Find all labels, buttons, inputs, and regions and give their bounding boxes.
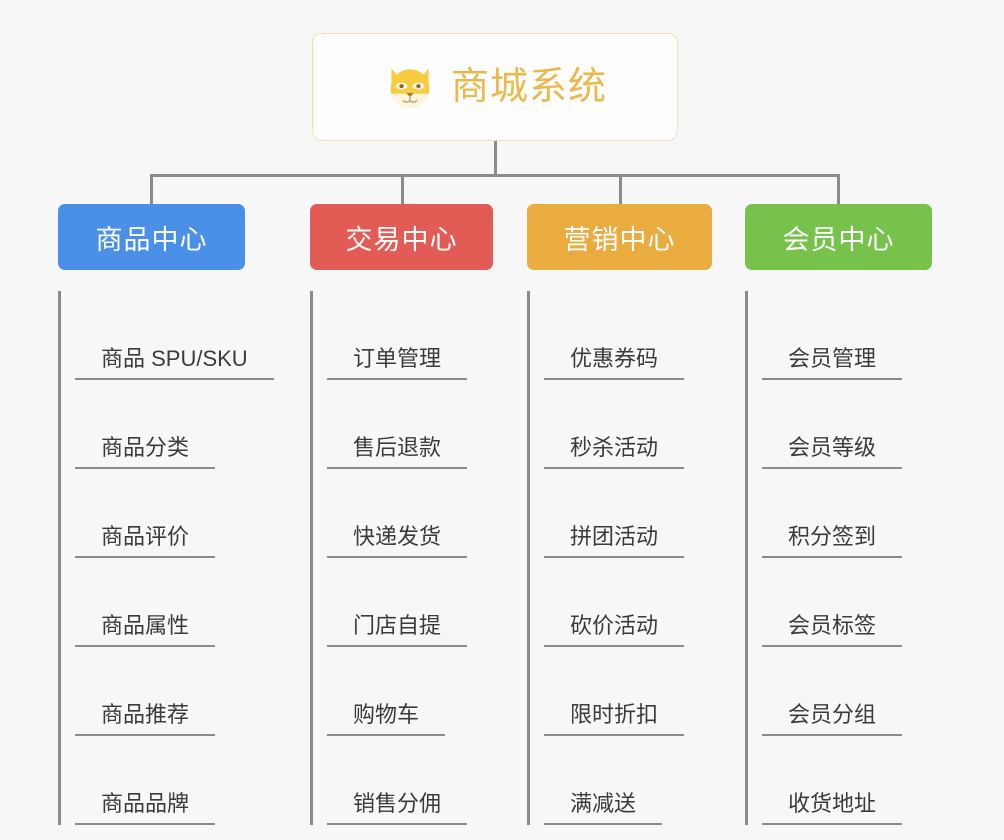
branch-items-2: 订单管理 售后退款 快递发货 门店自提 购物车 销售分佣 (310, 291, 493, 825)
leaf-label: 售后退款 (327, 435, 468, 469)
leaf-item[interactable]: 销售分佣 (327, 736, 493, 825)
leaf-item[interactable]: 积分签到 (762, 469, 932, 558)
leaf-label: 门店自提 (327, 613, 468, 647)
connector-horizontal-bus (150, 174, 840, 177)
branch-column-2: 交易中心 订单管理 售后退款 快递发货 门店自提 购物车 销售分佣 (310, 204, 493, 825)
root-node-card[interactable]: 商城系统 (312, 33, 678, 141)
branch-header-3[interactable]: 营销中心 (527, 204, 712, 270)
leaf-item[interactable]: 会员分组 (762, 647, 932, 736)
leaf-label: 商品分类 (75, 435, 216, 469)
leaf-label: 销售分佣 (327, 791, 468, 825)
connector-drop-3 (619, 174, 622, 205)
branch-items-3: 优惠券码 秒杀活动 拼团活动 砍价活动 限时折扣 满减送 (527, 291, 712, 825)
leaf-label: 商品品牌 (75, 791, 216, 825)
leaf-item[interactable]: 拼团活动 (544, 469, 712, 558)
leaf-item[interactable]: 商品 SPU/SKU (75, 291, 274, 380)
connector-drop-4 (837, 174, 840, 205)
branch-spine-2 (310, 291, 313, 825)
leaf-label: 会员管理 (762, 346, 903, 380)
leaf-item[interactable]: 秒杀活动 (544, 380, 712, 469)
branch-items-1: 商品 SPU/SKU 商品分类 商品评价 商品属性 商品推荐 商品品牌 (58, 291, 274, 825)
connector-root-stem (494, 141, 497, 176)
branch-column-4: 会员中心 会员管理 会员等级 积分签到 会员标签 会员分组 收货地址 (745, 204, 932, 825)
leaf-item[interactable]: 售后退款 (327, 380, 493, 469)
leaf-label: 会员分组 (762, 702, 903, 736)
branch-header-label-4: 会员中心 (782, 224, 895, 255)
leaf-label: 商品评价 (75, 524, 216, 558)
branch-header-1[interactable]: 商品中心 (58, 204, 245, 270)
leaf-label: 砍价活动 (544, 613, 685, 647)
leaf-label: 收货地址 (762, 791, 903, 825)
leaf-item[interactable]: 收货地址 (762, 736, 932, 825)
branch-header-2[interactable]: 交易中心 (310, 204, 493, 270)
dog-face-icon (383, 60, 437, 114)
connector-drop-2 (401, 174, 404, 205)
leaf-item[interactable]: 商品推荐 (75, 647, 245, 736)
leaf-label: 会员等级 (762, 435, 903, 469)
root-title-label: 商城系统 (450, 66, 607, 108)
branch-header-label-3: 营销中心 (563, 224, 676, 255)
leaf-item[interactable]: 购物车 (327, 647, 493, 736)
leaf-label: 会员标签 (762, 613, 903, 647)
branch-column-3: 营销中心 优惠券码 秒杀活动 拼团活动 砍价活动 限时折扣 满减送 (527, 204, 712, 825)
leaf-item[interactable]: 商品品牌 (75, 736, 245, 825)
leaf-label: 积分签到 (762, 524, 903, 558)
branch-spine-1 (58, 291, 61, 825)
leaf-item[interactable]: 会员标签 (762, 558, 932, 647)
leaf-label: 秒杀活动 (544, 435, 685, 469)
leaf-item[interactable]: 满减送 (544, 736, 712, 825)
leaf-item[interactable]: 商品评价 (75, 469, 245, 558)
branch-header-4[interactable]: 会员中心 (745, 204, 932, 270)
leaf-item[interactable]: 订单管理 (327, 291, 493, 380)
leaf-label: 优惠券码 (544, 346, 685, 380)
branch-header-label-1: 商品中心 (95, 224, 208, 255)
leaf-label: 商品推荐 (75, 702, 216, 736)
leaf-item[interactable]: 限时折扣 (544, 647, 712, 736)
leaf-label: 限时折扣 (544, 702, 685, 736)
leaf-label: 订单管理 (327, 346, 468, 380)
leaf-item[interactable]: 快递发货 (327, 469, 493, 558)
leaf-label: 拼团活动 (544, 524, 685, 558)
leaf-label: 购物车 (327, 702, 446, 736)
leaf-item[interactable]: 门店自提 (327, 558, 493, 647)
leaf-label: 满减送 (544, 791, 663, 825)
leaf-item[interactable]: 会员等级 (762, 380, 932, 469)
leaf-item[interactable]: 会员管理 (762, 291, 932, 380)
branch-header-label-2: 交易中心 (345, 224, 458, 255)
branch-items-4: 会员管理 会员等级 积分签到 会员标签 会员分组 收货地址 (745, 291, 932, 825)
leaf-item[interactable]: 商品分类 (75, 380, 245, 469)
leaf-label: 商品属性 (75, 613, 216, 647)
leaf-label: 商品 SPU/SKU (75, 346, 274, 380)
connector-drop-1 (150, 174, 153, 205)
branch-column-1: 商品中心 商品 SPU/SKU 商品分类 商品评价 商品属性 商品推荐 商品品牌 (58, 204, 274, 825)
branch-spine-4 (745, 291, 748, 825)
branch-spine-3 (527, 291, 530, 825)
leaf-item[interactable]: 商品属性 (75, 558, 245, 647)
leaf-item[interactable]: 优惠券码 (544, 291, 712, 380)
leaf-label: 快递发货 (327, 524, 468, 558)
leaf-item[interactable]: 砍价活动 (544, 558, 712, 647)
